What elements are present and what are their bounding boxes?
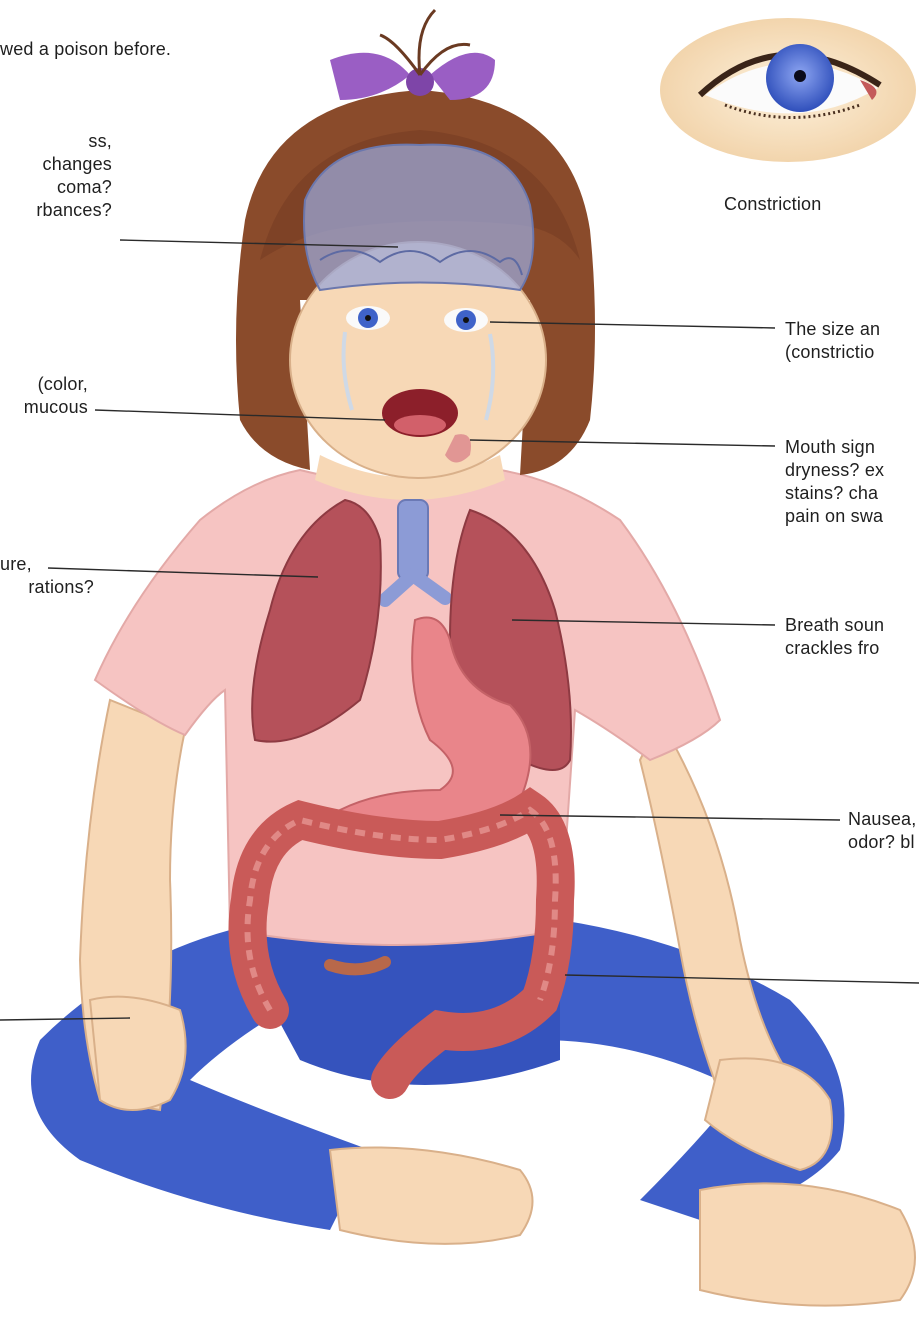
right-foot <box>700 1183 915 1305</box>
title-text: wed a poison before. <box>0 38 171 61</box>
mouth-line-1: Mouth sign <box>785 436 884 459</box>
eye-inset <box>660 18 916 162</box>
mouth-line-4: pain on swa <box>785 505 884 528</box>
stomach-line-2: odor? bl <box>848 831 916 854</box>
pupils-label: The size an (constrictio <box>785 318 880 364</box>
respiration-label: ure, rations? <box>0 553 94 599</box>
left-hand <box>90 997 186 1110</box>
breath-line-1: Breath soun <box>785 614 884 637</box>
eye-inset-pupil-constricted <box>794 70 806 82</box>
respiration-line-1: ure, <box>0 553 94 576</box>
mouth-line-2: dryness? ex <box>785 459 884 482</box>
skin-line-1: (color, <box>0 373 88 396</box>
left-pupil <box>365 315 371 321</box>
tongue <box>394 415 446 435</box>
skin-line-2: mucous <box>0 396 88 419</box>
mouth-label: Mouth sign dryness? ex stains? cha pain … <box>785 436 884 528</box>
brain <box>304 145 533 290</box>
feet <box>330 1148 915 1306</box>
skin-label: (color, mucous <box>0 373 88 419</box>
trachea-tube <box>398 500 428 580</box>
stomach-label: Nausea, odor? bl <box>848 808 916 854</box>
pupils-line-1: The size an <box>785 318 880 341</box>
mouth-line-3: stains? cha <box>785 482 884 505</box>
right-pupil <box>463 317 469 323</box>
left-foot <box>330 1148 533 1244</box>
mental-status-label: ss, changes coma? rbances? <box>30 130 112 222</box>
respiration-line-2: rations? <box>0 576 94 599</box>
mental-line-4: rbances? <box>30 199 112 222</box>
mental-line-3: coma? <box>30 176 112 199</box>
mental-line-2: changes <box>30 153 112 176</box>
eye-caption: Constriction <box>724 193 821 216</box>
leader-mouth <box>470 440 775 446</box>
pupils-line-2: (constrictio <box>785 341 880 364</box>
hair-bow <box>330 10 495 100</box>
mental-line-1: ss, <box>30 130 112 153</box>
breath-label: Breath soun crackles fro <box>785 614 884 660</box>
breath-line-2: crackles fro <box>785 637 884 660</box>
stomach-line-1: Nausea, <box>848 808 916 831</box>
